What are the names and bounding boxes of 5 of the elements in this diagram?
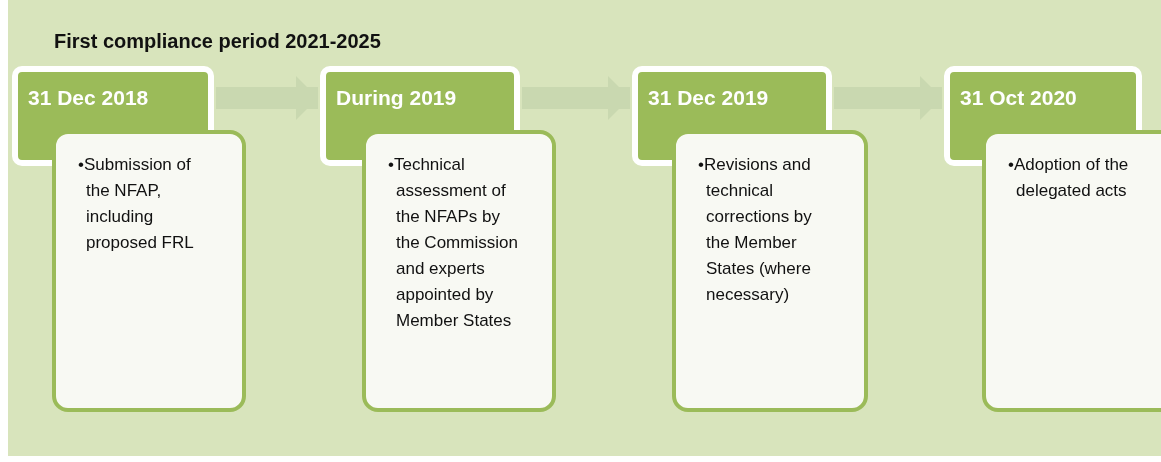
description-card [982,130,1161,412]
description-card [362,130,556,412]
description-card [672,130,868,412]
diagram-title: First compliance period 2021-2025 [54,30,381,53]
description-card [52,130,246,412]
